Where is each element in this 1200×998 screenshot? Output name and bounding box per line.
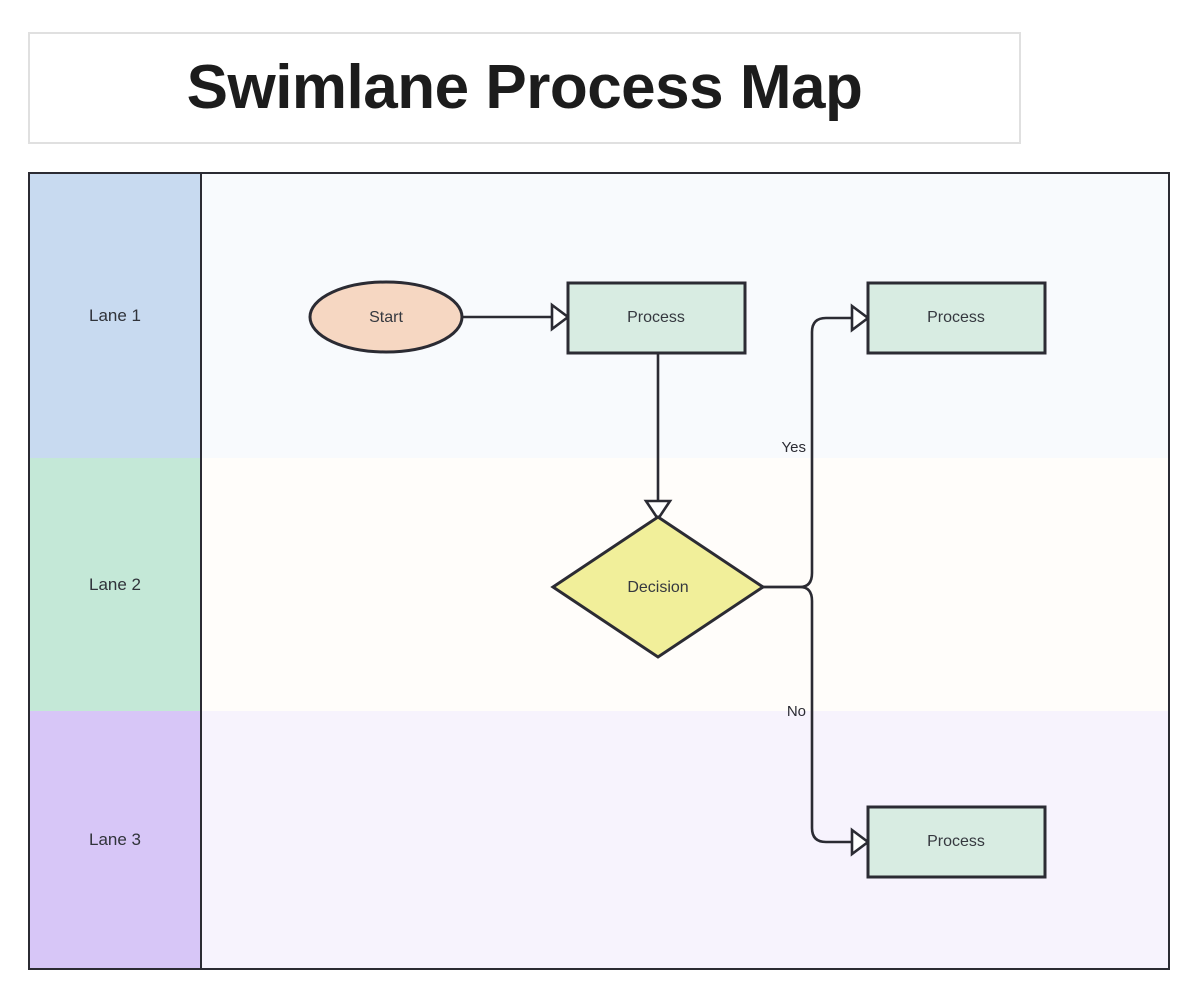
lane-header-lane-1[interactable]: Lane 1 (30, 174, 202, 458)
lane-header-lane-2[interactable]: Lane 2 (30, 458, 202, 711)
lane-header-lane-3[interactable]: Lane 3 (30, 711, 202, 968)
swimlane-lane-1[interactable]: Lane 1 (28, 172, 1170, 460)
lane-label-lane-1: Lane 1 (89, 306, 141, 325)
swimlane-lane-3[interactable]: Lane 3 (28, 711, 1170, 970)
lane-body-lane-2 (202, 458, 1168, 711)
swimlane-container: Lane 1 Lane 2 Lane 3 (28, 172, 1170, 970)
lane-body-lane-3 (202, 711, 1168, 968)
lane-label-lane-2: Lane 2 (89, 574, 141, 594)
lane-body-lane-1 (202, 174, 1168, 458)
page-title: Swimlane Process Map (186, 53, 863, 122)
diagram-title-box: Swimlane Process Map (28, 32, 1021, 144)
swimlane-lane-2[interactable]: Lane 2 (28, 458, 1170, 713)
lane-label-lane-3: Lane 3 (89, 829, 141, 849)
